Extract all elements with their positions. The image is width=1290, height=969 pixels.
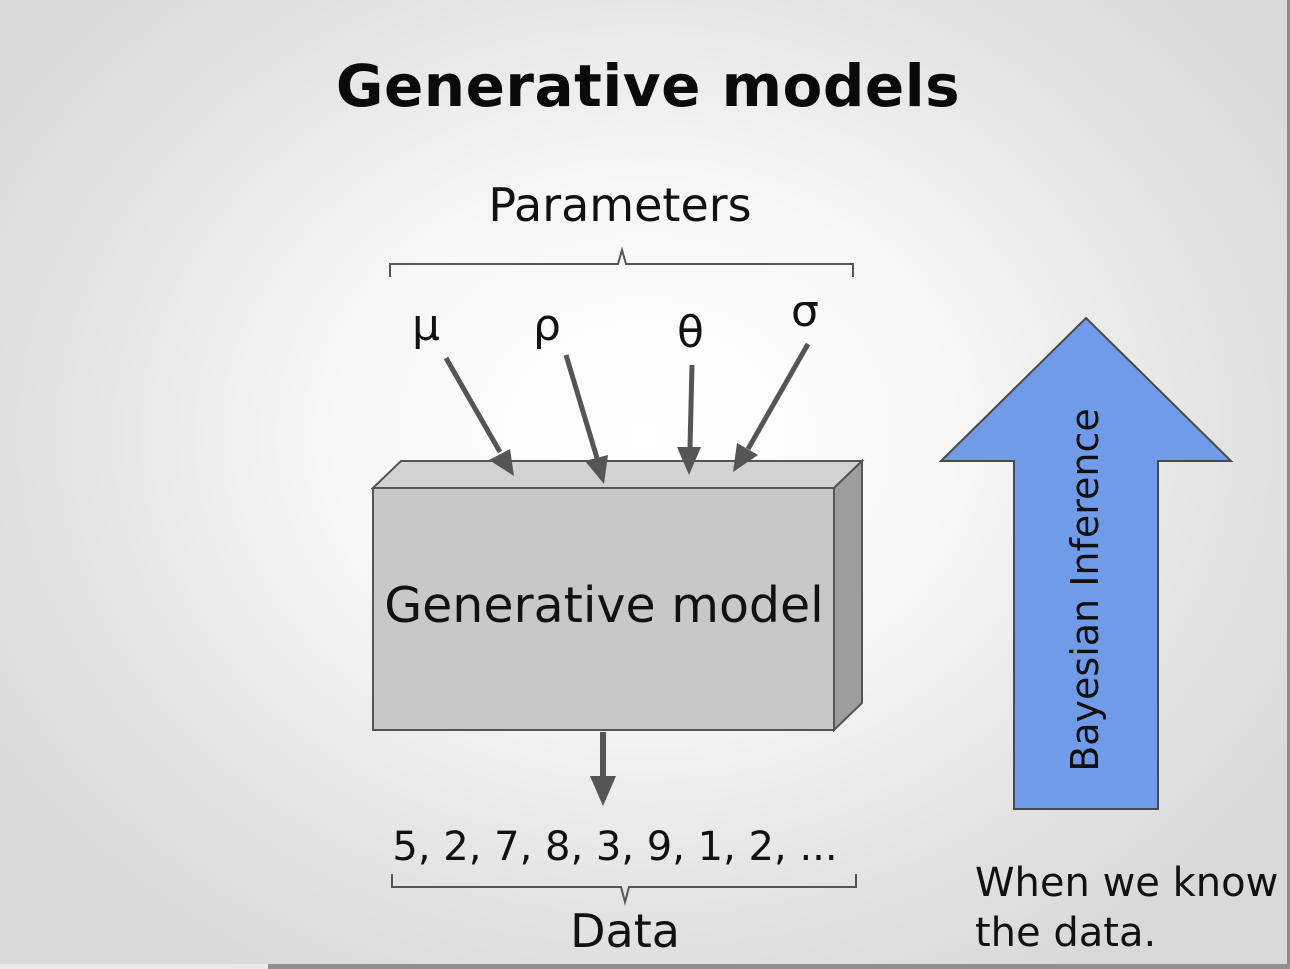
- parameters-bracket: [389, 246, 854, 277]
- generative-model-label: Generative model: [384, 577, 824, 634]
- parameter-arrows: [443, 342, 811, 484]
- arrow-theta-head: [677, 447, 701, 475]
- param-mu-label: μ: [412, 300, 440, 351]
- param-rho-label: ρ: [533, 300, 561, 351]
- output-arrow: [590, 732, 616, 806]
- playback-progress-fill: [0, 964, 268, 969]
- bayesian-inference-arrow: [938, 316, 1234, 810]
- arrow-rho: [563, 354, 600, 459]
- slide-title-text: Generative models: [335, 52, 961, 120]
- data-bracket: [391, 874, 857, 906]
- parameters-label: Parameters: [488, 178, 752, 232]
- model-box-top: [370, 460, 865, 489]
- param-theta-label: θ: [677, 307, 704, 358]
- arrow-rho-head: [585, 455, 608, 484]
- arrow-mu-head: [489, 449, 514, 476]
- playback-progress-track[interactable]: [0, 964, 1290, 969]
- arrow-theta: [687, 364, 695, 449]
- model-box-side: [833, 458, 863, 733]
- slide-right-border: [1287, 0, 1290, 969]
- slide-title: Generative models: [0, 52, 1290, 120]
- bayesian-inference-label: Bayesian Inference: [1063, 408, 1107, 772]
- model-box-front: [372, 487, 835, 731]
- data-values: 5, 2, 7, 8, 3, 9, 1, 2, ...: [392, 824, 838, 870]
- arrow-sigma: [745, 342, 811, 451]
- param-sigma-label: σ: [791, 286, 819, 337]
- arrow-mu: [443, 356, 503, 454]
- data-label: Data: [570, 904, 680, 958]
- inference-caption: When we know the data.: [975, 860, 1279, 956]
- arrow-sigma-head: [733, 443, 758, 472]
